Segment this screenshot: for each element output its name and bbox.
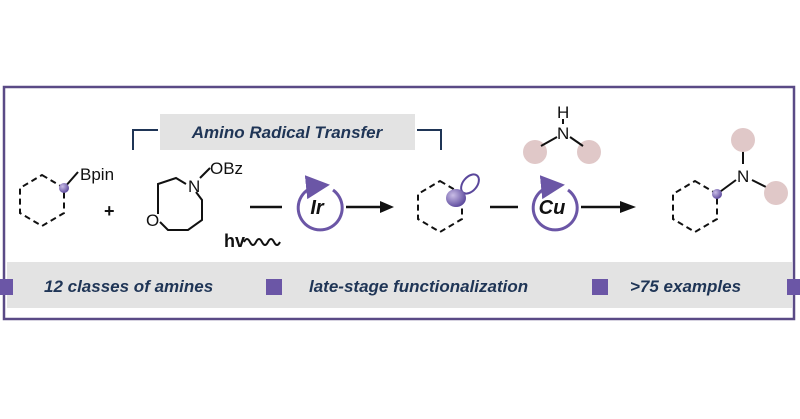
ir-label: Ir [310,197,325,219]
bullet-square [0,279,13,295]
bullet-square [787,279,800,295]
amine-nitrogen: N [557,124,569,143]
product-stereo-marker [712,189,722,199]
reagent-morpholine-obz: N O OBz [146,159,243,231]
features-bar: 12 classes of amines late-stage function… [0,262,800,308]
bullet-square [266,279,282,295]
plus-sign: + [104,201,115,221]
outer-border [2,85,796,321]
product-substituent-top [731,128,755,152]
feature-amine-classes: 12 classes of amines [44,277,213,296]
cyclohexyl-radical-intermediate [417,173,480,234]
hv-label: hv [224,231,245,251]
bpin-label: Bpin [80,165,114,184]
feature-examples: >75 examples [630,277,741,296]
title-banner: Amino Radical Transfer [132,114,442,150]
product-substituent-right [764,181,788,205]
arrow-head-icon [620,201,636,213]
product-cyclohexyl-amine: N [672,128,788,234]
ring-oxygen: O [146,211,159,230]
amine-partner: N H [523,103,601,164]
feature-late-stage: late-stage functionalization [309,277,528,296]
radical-site-marker [59,183,69,193]
cu-catalytic-cycle: Cu [531,175,579,232]
banner-title: Amino Radical Transfer [191,123,384,142]
light-source: hv [224,231,281,251]
reactant-cyclohexyl-bpin: Bpin [19,165,114,228]
arrow-head-icon [380,201,394,213]
obz-label: OBz [210,159,243,178]
product-nitrogen: N [737,167,749,186]
light-wave-icon [243,238,281,246]
cu-label: Cu [539,197,566,219]
ring-nitrogen: N [188,177,200,196]
amine-hydrogen: H [557,103,569,122]
bullet-square [592,279,608,295]
ir-catalytic-cycle: Ir [296,175,344,232]
